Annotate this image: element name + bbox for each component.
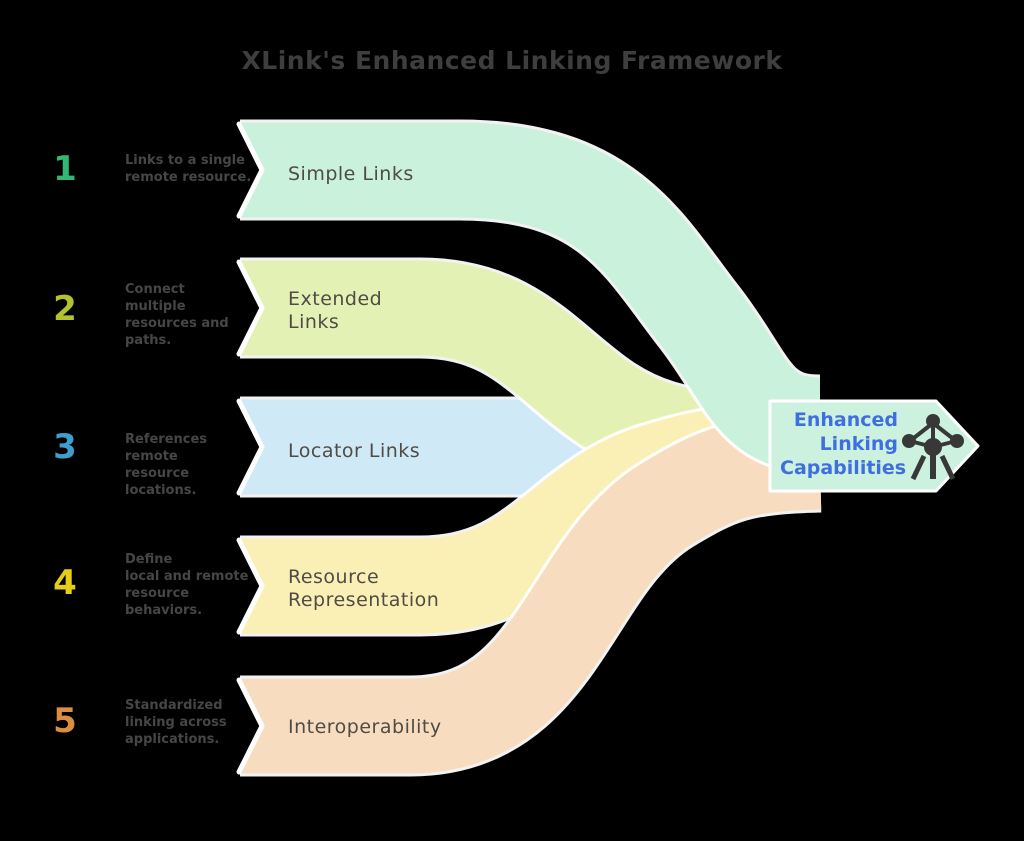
result-node-shape [768,399,980,493]
item-1-description: Links to a single remote resource. [125,152,255,186]
resource-representation-tail-notch [238,536,264,636]
band-label-line: Locator Links [288,440,421,462]
item-2-description: Connect multiple resources and paths. [125,281,255,349]
description-line: Define [125,552,173,567]
band-label-line: Links [288,311,340,333]
simple-links-label: Simple Links [288,163,414,186]
band-label-line: Extended [288,288,383,310]
simple-links-band [240,122,823,473]
interoperability-band [240,414,822,774]
description-line: multiple [125,299,186,314]
extended-links-tail-notch [238,258,264,358]
interoperability-label: Interoperability [288,716,442,739]
item-4-number: 4 [53,563,77,603]
node-label-line: Linking [819,433,898,455]
locator-links-label: Locator Links [288,440,420,463]
description-line: behaviors. [125,603,203,618]
description-line: paths. [125,333,172,348]
description-line: remote resource. [125,170,252,185]
simple-links-tail-chevron [236,121,265,219]
description-line: resource [125,586,190,601]
locator-links-tail-chevron [236,398,265,496]
atomium-structure-icon [902,414,964,481]
interoperability-tail-notch [238,676,264,776]
description-line: Links to a single [125,153,245,168]
item-1-number: 1 [53,149,77,189]
description-line: linking across [125,715,227,730]
description-line: resource locations. [125,466,197,498]
description-line: References remote [125,432,208,464]
description-line: applications. [125,732,220,747]
extended-links-tail-chevron [236,259,265,357]
band-label-line: Resource [288,566,380,588]
item-2-number: 2 [53,289,77,329]
item-5-number: 5 [53,701,77,741]
locator-links-tail-notch [238,397,264,497]
item-5-description: Standardized linking across applications… [125,697,255,748]
node-label-line: Capabilities [780,457,907,479]
item-4-description: Define local and remote resource behavio… [125,551,255,619]
simple-links-tail-notch [238,120,264,220]
description-line: Connect [125,282,185,297]
extended-links-label: Extended Links [288,288,382,334]
item-3-number: 3 [53,427,77,467]
diagram-title: XLink's Enhanced Linking Framework [241,46,783,75]
description-line: resources and [125,316,229,331]
description-line: Standardized [125,698,223,713]
band-label-line: Interoperability [288,716,442,738]
interoperability-tail-chevron [236,677,265,775]
resource-representation-label: Resource Representation [288,566,439,612]
band-label-line: Simple Links [288,163,414,185]
result-node-label: Enhanced Linking Capabilities [780,408,907,480]
resource-representation-tail-chevron [236,537,265,635]
band-label-line: Representation [288,589,440,611]
node-label-line: Enhanced [793,409,898,431]
item-3-description: References remote resource locations. [125,431,255,499]
description-line: local and remote [125,569,249,584]
